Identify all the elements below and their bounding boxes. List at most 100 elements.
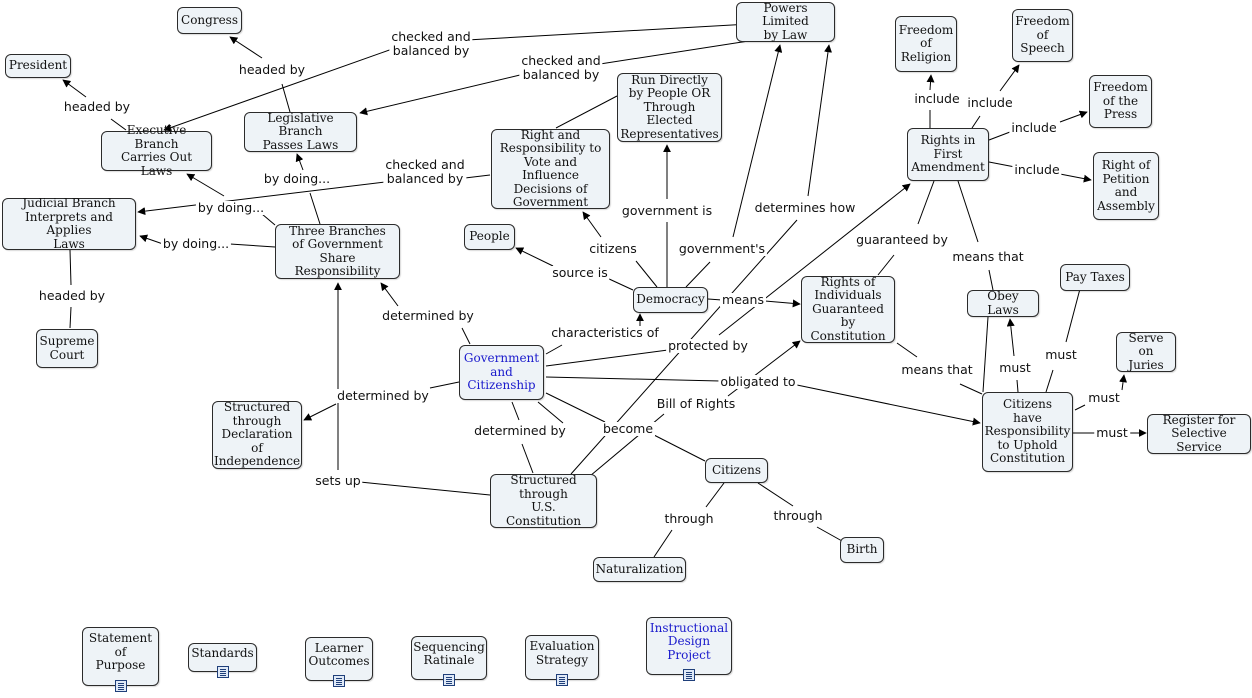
connector-arrow	[139, 234, 164, 245]
node-rights-individuals[interactable]: Rights of Individuals Guaranteed by Cons…	[801, 275, 895, 343]
node-declaration[interactable]: Structured through Declaration of Indepe…	[212, 400, 302, 469]
connector-line	[896, 342, 918, 358]
doc-standards-label: Standards	[191, 645, 254, 660]
label-bill-of-rights: Bill of Rights	[654, 396, 738, 411]
node-president[interactable]: President	[5, 54, 71, 78]
connector-arrow	[1006, 318, 1015, 357]
label-include: include	[912, 91, 962, 106]
connector-line	[685, 261, 711, 288]
node-freedom-religion[interactable]: Freedom of Religion	[895, 16, 957, 72]
connector-arrow	[764, 299, 801, 308]
label-checked-and-balanced-by: checked and balanced by	[383, 157, 467, 186]
doc-sequencing-ratinale[interactable]: Sequencing Ratinale	[411, 636, 487, 686]
connector-arrow	[295, 153, 304, 171]
connector-line	[988, 131, 1011, 141]
node-freedom-press[interactable]: Freedom of the Press	[1089, 75, 1152, 128]
node-right-to-vote[interactable]: Right and Responsibility to Vote and Inf…	[491, 128, 610, 209]
label-by-doing: by doing...	[261, 171, 333, 186]
connector-line	[757, 482, 794, 507]
node-legislative-branch[interactable]: Legislative Branch Passes Laws	[244, 111, 357, 152]
node-right-petition[interactable]: Right of Petition and Assembly	[1093, 152, 1159, 220]
label-sets-up: sets up	[313, 473, 363, 488]
node-citizens-responsibility[interactable]: Citizens have Responsibility to Uphold C…	[982, 392, 1073, 472]
connector-line	[555, 95, 618, 129]
connector-arrow	[62, 79, 87, 98]
connector-line	[599, 39, 756, 65]
doc-statement-of-purpose[interactable]: Statement of Purpose	[82, 627, 159, 692]
node-us-constitution[interactable]: Structured through U.S. Constitution	[490, 473, 597, 528]
node-pay-taxes[interactable]: Pay Taxes	[1060, 264, 1130, 291]
connector-line	[635, 260, 658, 288]
connector-arrow	[807, 44, 832, 197]
connector-line	[957, 180, 979, 243]
label-headed-by: headed by	[61, 99, 133, 114]
label-must: must	[1043, 347, 1079, 362]
connector-arrow	[999, 64, 1020, 92]
doc-learner-outcomes[interactable]: Learner Outcomes	[305, 637, 373, 687]
connector-line	[1045, 369, 1054, 393]
connector-arrow	[1059, 173, 1092, 183]
node-selective-service[interactable]: Register for Selective Service	[1147, 413, 1251, 454]
label-by-doing: by doing...	[160, 236, 232, 251]
document-icon[interactable]	[216, 666, 229, 678]
connector-line	[988, 269, 994, 291]
connector-line	[545, 349, 669, 367]
node-powers-limited[interactable]: Powers Limited by Law	[736, 1, 835, 42]
node-freedom-speech[interactable]: Freedom of Speech	[1012, 9, 1073, 62]
connector-line	[1016, 379, 1019, 393]
label-include: include	[1009, 120, 1059, 135]
label-determines-how: determines how	[752, 200, 858, 215]
node-serve-juries[interactable]: Serve on Juries	[1116, 331, 1176, 372]
connector-line	[466, 21, 785, 41]
node-people[interactable]: People	[464, 224, 515, 250]
node-supreme-court[interactable]: Supreme Court	[36, 329, 98, 368]
connector-arrow	[380, 282, 399, 307]
doc-learner-label: Learner Outcomes	[308, 640, 370, 668]
node-congress[interactable]: Congress	[177, 7, 242, 34]
label-source-is: source is	[550, 265, 610, 280]
node-birth[interactable]: Birth	[840, 537, 884, 563]
connector-line	[511, 401, 520, 421]
document-icon[interactable]	[443, 674, 455, 686]
node-citizens[interactable]: Citizens	[705, 458, 768, 483]
connector-line	[651, 433, 706, 462]
connector-line	[653, 529, 673, 558]
label-headed-by: headed by	[236, 62, 308, 77]
connector-line	[521, 443, 534, 474]
node-obey-laws[interactable]: Obey Laws	[967, 289, 1039, 317]
connector-arrow	[718, 183, 911, 336]
node-first-amendment[interactable]: Rights in First Amendment	[907, 128, 989, 181]
doc-sequencing-label: Sequencing Ratinale	[413, 639, 485, 667]
doc-standards[interactable]: Standards	[188, 643, 257, 678]
label-checked-and-balanced-by: checked and balanced by	[389, 29, 473, 58]
node-three-branches[interactable]: Three Branches of Government Share Respo…	[275, 224, 400, 279]
connector-line	[545, 392, 606, 423]
node-democracy[interactable]: Democracy	[633, 287, 708, 313]
doc-evaluation-strategy[interactable]: Evaluation Strategy	[525, 635, 599, 686]
connector-arrow	[1119, 374, 1128, 391]
node-executive-branch[interactable]: Executive Branch Carries Out Laws	[101, 123, 212, 177]
connector-line	[464, 174, 491, 179]
label-headed-by: headed by	[36, 288, 108, 303]
label-checked-and-balanced-by: checked and balanced by	[519, 53, 603, 82]
node-run-directly[interactable]: Run Directly by People OR Through Electe…	[617, 73, 722, 142]
label-obligated-to: obligated to	[718, 374, 798, 389]
connector-line	[359, 481, 491, 496]
connector-line	[816, 526, 843, 542]
label-guaranteed-by: guaranteed by	[854, 232, 950, 247]
node-judicial-branch[interactable]: Judicial Branch Interprets and Applies L…	[2, 196, 136, 250]
doc-instructional-design-project[interactable]: Instructional Design Project	[646, 617, 732, 681]
label-protected-by: protected by	[666, 338, 750, 353]
label-include: include	[1012, 162, 1062, 177]
label-governments: government's	[676, 241, 768, 256]
document-icon[interactable]	[333, 675, 345, 687]
document-icon[interactable]	[683, 669, 695, 681]
node-government-citizenship[interactable]: Government and Citizenship	[459, 345, 544, 400]
connector-line	[877, 254, 895, 276]
connector-line	[69, 249, 72, 286]
document-icon[interactable]	[114, 680, 127, 692]
document-icon[interactable]	[556, 674, 568, 686]
node-naturalization[interactable]: Naturalization	[593, 557, 686, 582]
connector-line	[988, 161, 1016, 168]
